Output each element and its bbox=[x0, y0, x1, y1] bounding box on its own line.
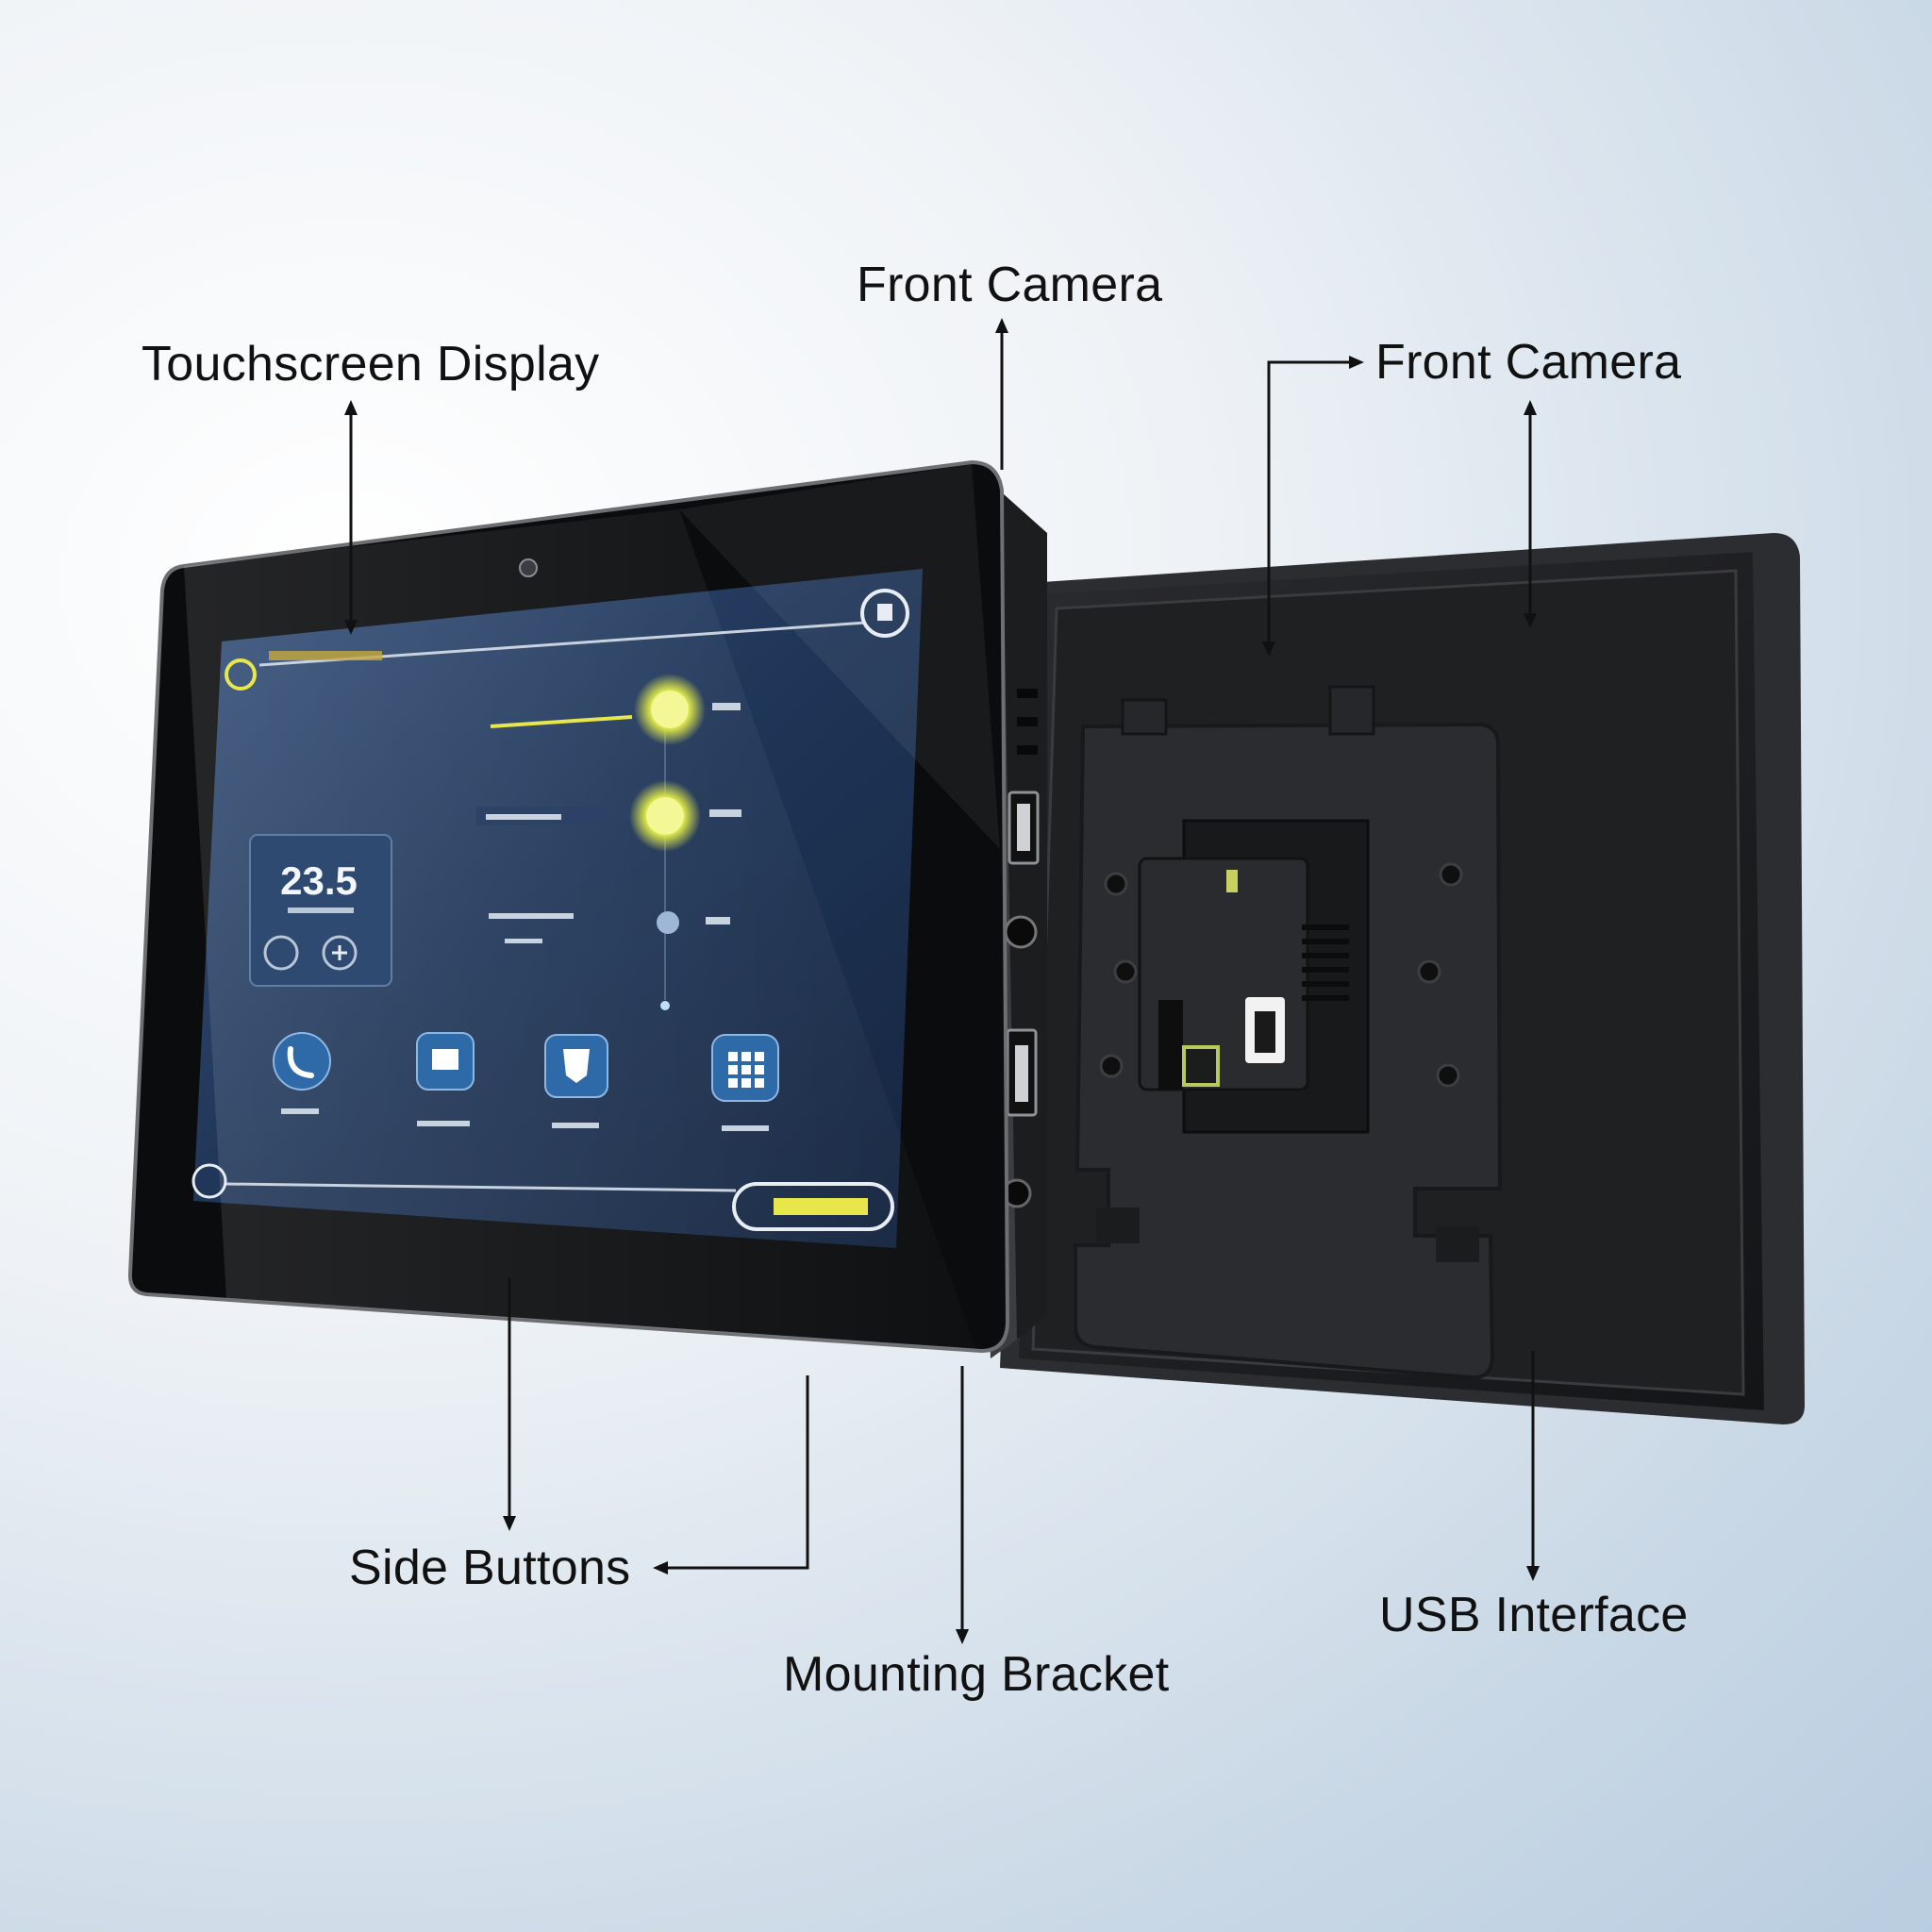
front-camera bbox=[519, 558, 538, 577]
label-mounting-bracket: Mounting Bracket bbox=[783, 1647, 1170, 1702]
temperature-card[interactable]: 23.5 bbox=[249, 834, 392, 987]
label-usb-interface: USB Interface bbox=[1379, 1588, 1689, 1642]
phone-icon[interactable] bbox=[273, 1032, 331, 1091]
leader-lines bbox=[344, 318, 1540, 1644]
label-front-camera-right: Front Camera bbox=[1375, 335, 1682, 390]
lock-icon[interactable] bbox=[860, 589, 909, 638]
touchscreen-tablet: 23.5 bbox=[127, 459, 1010, 1354]
temperature-value: 23.5 bbox=[280, 858, 358, 903]
bell-icon[interactable] bbox=[225, 658, 257, 691]
arrow-icon[interactable] bbox=[263, 935, 299, 971]
label-touchscreen-display: Touchscreen Display bbox=[142, 337, 600, 391]
side-usb-port-1 bbox=[1008, 791, 1040, 865]
label-side-buttons: Side Buttons bbox=[349, 1541, 631, 1595]
screen-ui: 23.5 bbox=[192, 589, 909, 1231]
shield-icon[interactable] bbox=[544, 1034, 608, 1098]
grid-icon[interactable] bbox=[711, 1034, 779, 1102]
central-module bbox=[1138, 819, 1370, 1134]
ethernet-port bbox=[1245, 997, 1285, 1063]
side-usb-port-2 bbox=[1006, 1028, 1038, 1117]
plus-icon[interactable] bbox=[322, 935, 358, 971]
door-icon[interactable] bbox=[416, 1032, 475, 1091]
status-pill[interactable] bbox=[732, 1182, 894, 1231]
screw-holes bbox=[1099, 862, 1463, 1088]
label-front-camera-top: Front Camera bbox=[857, 258, 1163, 312]
audio-jack bbox=[1004, 915, 1038, 949]
